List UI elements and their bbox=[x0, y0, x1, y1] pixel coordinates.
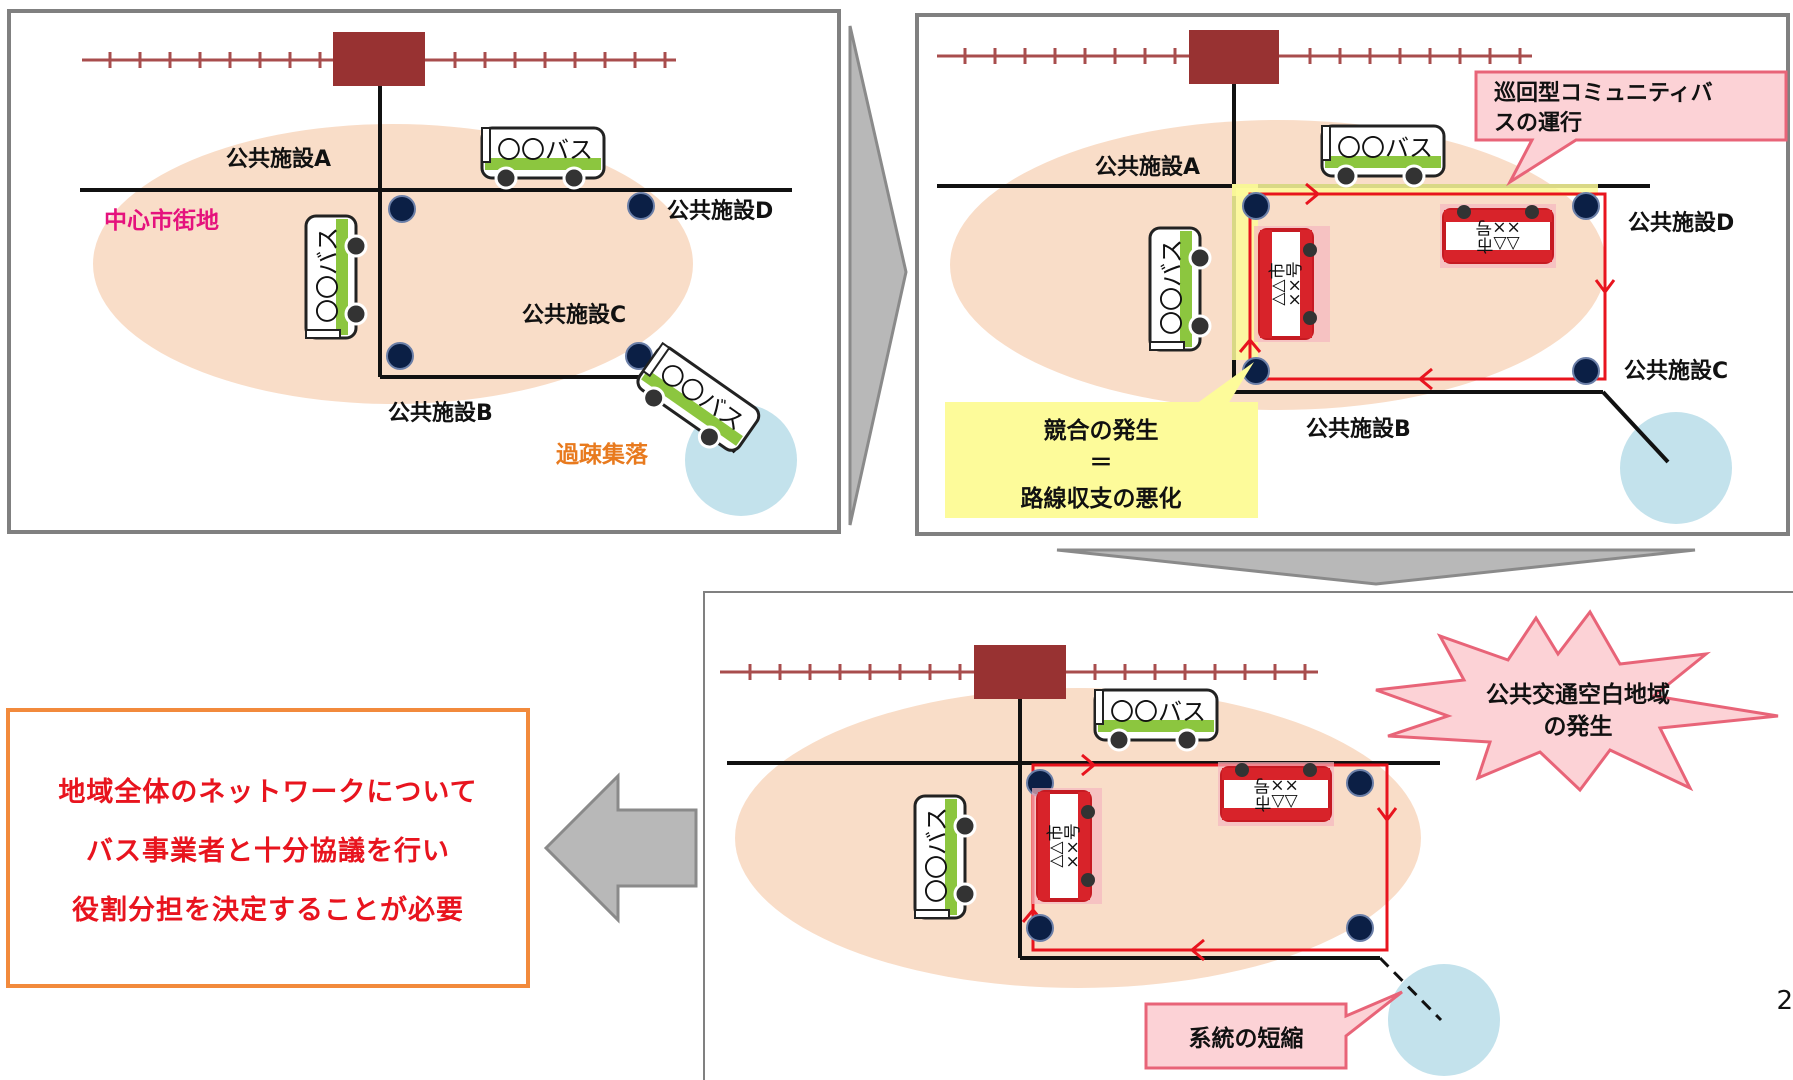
private-bus: 〇〇バス bbox=[304, 214, 368, 340]
panel-1: 〇〇バス 〇〇バス 〇〇バス 公共施設A 公共施設D 公共施設C 公共施設B 中… bbox=[7, 9, 841, 534]
facility-a-label: 公共施設A bbox=[1095, 154, 1200, 180]
station bbox=[333, 32, 425, 86]
svg-text:公共交通空白地域: 公共交通空白地域 bbox=[1486, 681, 1670, 708]
panel-2: 〇〇バス 〇〇バス △△市 ××号 △△市 ××号 公共施設A 公共施設D 公共… bbox=[915, 13, 1790, 536]
blank-area-burst: 公共交通空白地域 の発生 bbox=[1375, 609, 1779, 793]
bus-stop bbox=[1572, 357, 1600, 385]
route-arrows bbox=[1238, 182, 1616, 391]
downtown-area bbox=[93, 124, 693, 404]
private-bus: 〇〇バス bbox=[1148, 226, 1212, 352]
route-shortening-callout: 系統の短縮 bbox=[1144, 990, 1403, 1070]
svg-text:〇〇バス: 〇〇バス bbox=[497, 136, 593, 164]
facility-a-label: 公共施設A bbox=[226, 146, 331, 172]
community-bus-callout: 巡回型コミュニティバ スの運行 bbox=[1474, 70, 1788, 187]
svg-text:路線収支の悪化: 路線収支の悪化 bbox=[1021, 485, 1182, 512]
road-network bbox=[80, 86, 792, 454]
conclusion-line-2: バス事業者と十分協議を行い bbox=[86, 835, 450, 867]
settlement-label: 過疎集落 bbox=[556, 441, 649, 468]
competition-callout: 競合の発生 ＝ 路線収支の悪化 bbox=[945, 362, 1258, 518]
bus-stop bbox=[627, 192, 655, 220]
svg-text:〇〇バス: 〇〇バス bbox=[1337, 134, 1433, 162]
facility-d-label: 公共施設D bbox=[667, 198, 773, 224]
conclusion-line-3: 役割分担を決定することが必要 bbox=[72, 894, 464, 926]
settlement-area bbox=[1388, 964, 1500, 1076]
bus-stop bbox=[1346, 914, 1374, 942]
conclusion-box: 地域全体のネットワークについて バス事業者と十分協議を行い 役割分担を決定するこ… bbox=[6, 708, 530, 988]
svg-text:〇〇バス: 〇〇バス bbox=[923, 807, 951, 903]
bus-stop bbox=[386, 342, 414, 370]
city-bus: △△市 ××号 bbox=[1254, 226, 1330, 342]
svg-text:△△市: △△市 bbox=[1254, 792, 1297, 812]
private-bus: 〇〇バス bbox=[480, 126, 606, 190]
svg-text:△△市: △△市 bbox=[1268, 262, 1288, 305]
downtown-label: 中心市街地 bbox=[104, 207, 219, 234]
facility-c-label: 公共施設C bbox=[1624, 358, 1728, 384]
city-bus: △△市 ××号 bbox=[1440, 203, 1556, 268]
facility-d-label: 公共施設D bbox=[1628, 210, 1734, 236]
svg-text:＝: ＝ bbox=[1090, 450, 1113, 476]
bus-stop bbox=[1572, 192, 1600, 220]
bus-stop bbox=[1346, 769, 1374, 797]
svg-text:××号: ××号 bbox=[1475, 217, 1521, 237]
railway-track bbox=[82, 52, 676, 68]
svg-text:系統の短縮: 系統の短縮 bbox=[1189, 1025, 1304, 1052]
community-bus-route bbox=[1248, 192, 1607, 381]
facility-b-label: 公共施設B bbox=[1306, 416, 1411, 442]
svg-text:スの運行: スの運行 bbox=[1494, 110, 1582, 136]
svg-text:〇〇バス: 〇〇バス bbox=[314, 227, 342, 323]
svg-text:〇〇バス: 〇〇バス bbox=[1110, 698, 1206, 726]
station bbox=[974, 645, 1066, 699]
arrow-left bbox=[543, 772, 698, 924]
arrow-down bbox=[1056, 548, 1696, 586]
shortened-route-segment bbox=[1378, 956, 1443, 1022]
svg-text:巡回型コミュニティバ: 巡回型コミュニティバ bbox=[1494, 81, 1713, 106]
svg-text:××号: ××号 bbox=[1253, 775, 1299, 795]
private-bus: 〇〇バス bbox=[1320, 124, 1446, 188]
private-bus: 〇〇バス bbox=[1093, 688, 1219, 752]
svg-text:競合の発生: 競合の発生 bbox=[1044, 417, 1159, 444]
svg-text:△△市: △△市 bbox=[1476, 234, 1519, 254]
svg-text:〇〇バス: 〇〇バス bbox=[1158, 239, 1186, 335]
svg-text:××号: ××号 bbox=[1063, 823, 1083, 869]
page-number: 2 bbox=[1776, 986, 1793, 1016]
private-bus: 〇〇バス bbox=[913, 794, 977, 920]
city-bus: △△市 ××号 bbox=[1218, 761, 1334, 826]
svg-text:××号: ××号 bbox=[1285, 261, 1305, 307]
station bbox=[1189, 30, 1279, 84]
bus-stop bbox=[1242, 192, 1270, 220]
arrow-right bbox=[848, 25, 908, 526]
conclusion-line-1: 地域全体のネットワークについて bbox=[58, 776, 478, 808]
svg-text:の発生: の発生 bbox=[1544, 714, 1613, 740]
facility-c-label: 公共施設C bbox=[522, 302, 626, 328]
city-bus: △△市 ××号 bbox=[1032, 788, 1102, 904]
bus-stop bbox=[1026, 914, 1054, 942]
bus-stop bbox=[388, 195, 416, 223]
svg-text:△△市: △△市 bbox=[1046, 824, 1066, 867]
facility-b-label: 公共施設B bbox=[388, 400, 493, 426]
panel-3: 〇〇バス 〇〇バス △△市 ××号 △△市 ××号 公共交通空白地域 の発生 系… bbox=[703, 591, 1793, 1080]
